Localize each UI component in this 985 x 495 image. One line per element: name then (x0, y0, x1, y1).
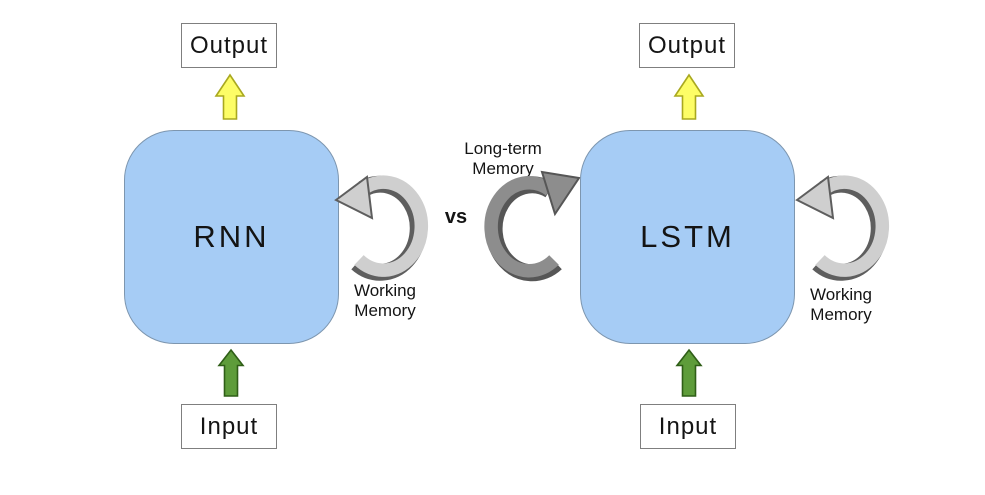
output-box-lstm: Output (639, 23, 735, 68)
lstm-node-label: LSTM (640, 219, 735, 254)
output-arrow-lstm (673, 73, 705, 120)
input-box-lstm: Input (640, 404, 736, 449)
output-arrow-rnn (214, 73, 246, 120)
input-arrow-lstm (675, 348, 703, 397)
working-memory-loop-rnn (334, 175, 429, 281)
loop-arrowhead-icon (795, 175, 835, 220)
input-label-lstm: Input (658, 412, 718, 440)
loop-band (484, 176, 559, 278)
long-term-memory-label: Long-term Memory (464, 139, 542, 178)
rnn-node-label: RNN (193, 219, 270, 254)
long-term-memory-loop-lstm (484, 170, 581, 282)
loop-arrowhead-icon (334, 175, 374, 220)
output-label-lstm: Output (647, 31, 727, 59)
working-memory-loop-lstm (795, 175, 890, 281)
output-label-rnn: Output (189, 31, 269, 59)
versus-label: vs (444, 206, 468, 228)
input-arrow-rnn (217, 348, 245, 397)
loop-band (815, 175, 890, 277)
up-arrow-icon (214, 73, 246, 120)
up-arrow-icon (673, 73, 705, 120)
input-label-rnn: Input (199, 412, 259, 440)
loop-band (354, 175, 429, 277)
output-box-rnn: Output (181, 23, 277, 68)
up-arrow-icon (217, 348, 245, 397)
loop-arrowhead-icon (540, 170, 581, 217)
working-memory-label-rnn: Working Memory (353, 281, 417, 320)
working-memory-label-lstm: Working Memory (809, 285, 873, 324)
input-box-rnn: Input (181, 404, 277, 449)
up-arrow-icon (675, 348, 703, 397)
rnn-node: RNN (124, 130, 339, 344)
lstm-node: LSTM (580, 130, 795, 344)
